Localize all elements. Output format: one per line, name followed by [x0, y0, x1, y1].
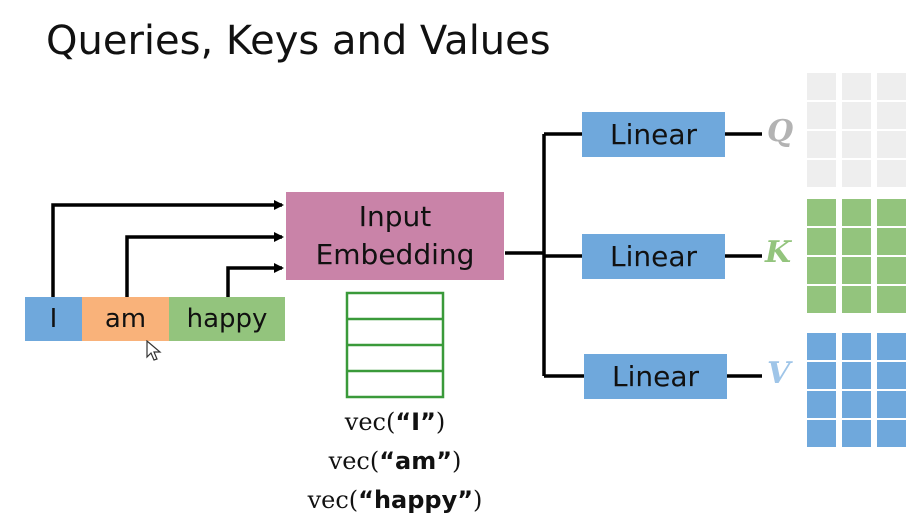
vec-prefix: vec( [344, 408, 396, 436]
token-i-label: I [49, 304, 58, 334]
matrix-cell [877, 160, 906, 187]
vec-label-happy: vec(“happy”) [300, 486, 490, 514]
token-happy: happy [169, 297, 285, 341]
matrix-cell [842, 160, 871, 187]
vec-label-am: vec(“am”) [300, 447, 490, 475]
matrix-cell [877, 102, 906, 129]
matrix-cell [842, 333, 871, 360]
matrix-cell [877, 199, 906, 226]
vec-label-i: vec(“I”) [300, 408, 490, 436]
matrix-cell [807, 228, 836, 255]
linear-q-label: Linear [609, 117, 698, 151]
output-v-symbol: V [767, 356, 791, 391]
output-q-symbol: Q [767, 114, 794, 149]
matrix-cell [842, 257, 871, 284]
matrix-cell [842, 199, 871, 226]
vec-word: “happy” [358, 486, 474, 514]
token-am-label: am [104, 304, 147, 334]
matrix-cell [807, 199, 836, 226]
matrix-cell [842, 362, 871, 389]
matrix-cell [877, 333, 906, 360]
token-am: am [82, 297, 169, 341]
matrix-cell [807, 160, 836, 187]
arrow-token-happy [226, 263, 284, 298]
output-k-symbol: K [765, 235, 792, 270]
matrix-q [807, 73, 906, 187]
matrix-cell [877, 228, 906, 255]
vec-prefix: vec( [328, 447, 380, 475]
vec-prefix: vec( [307, 486, 359, 514]
token-happy-label: happy [186, 304, 268, 334]
matrix-cell [807, 73, 836, 100]
vec-word: “I” [395, 408, 436, 436]
matrix-cell [842, 73, 871, 100]
arrow-token-am [125, 232, 284, 298]
matrix-cell [877, 286, 906, 313]
matrix-cell [807, 131, 836, 158]
linear-v-box: Linear [584, 354, 727, 399]
matrix-cell [877, 73, 906, 100]
token-i: I [25, 297, 82, 341]
input-embedding-box: Input Embedding [286, 192, 504, 280]
embedding-vector-grid [345, 291, 445, 399]
matrix-v [807, 333, 906, 447]
matrix-cell [807, 257, 836, 284]
input-embedding-label-line2: Embedding [315, 238, 475, 271]
matrix-cell [842, 391, 871, 418]
matrix-k [807, 199, 906, 313]
matrix-cell [807, 102, 836, 129]
matrix-cell [842, 420, 871, 447]
matrix-cell [842, 102, 871, 129]
linear-q-box: Linear [582, 112, 725, 157]
mouse-cursor-icon [146, 340, 162, 361]
arrow-token-i [51, 200, 284, 298]
matrix-cell [807, 333, 836, 360]
matrix-cell [842, 131, 871, 158]
vec-suffix: ) [473, 486, 483, 514]
matrix-cell [807, 362, 836, 389]
vec-suffix: ) [451, 447, 462, 475]
matrix-cell [807, 391, 836, 418]
input-embedding-label-line1: Input [358, 200, 432, 233]
linear-v-label: Linear [611, 359, 700, 393]
linear-k-label: Linear [609, 239, 698, 273]
matrix-cell [842, 286, 871, 313]
page-title: Queries, Keys and Values [46, 18, 551, 64]
matrix-cell [807, 286, 836, 313]
matrix-cell [842, 228, 871, 255]
vec-suffix: ) [435, 408, 446, 436]
matrix-cell [877, 391, 906, 418]
vec-word: “am” [379, 447, 452, 475]
linear-k-box: Linear [582, 234, 725, 279]
matrix-cell [807, 420, 836, 447]
matrix-cell [877, 131, 906, 158]
matrix-cell [877, 257, 906, 284]
matrix-cell [877, 362, 906, 389]
matrix-cell [877, 420, 906, 447]
